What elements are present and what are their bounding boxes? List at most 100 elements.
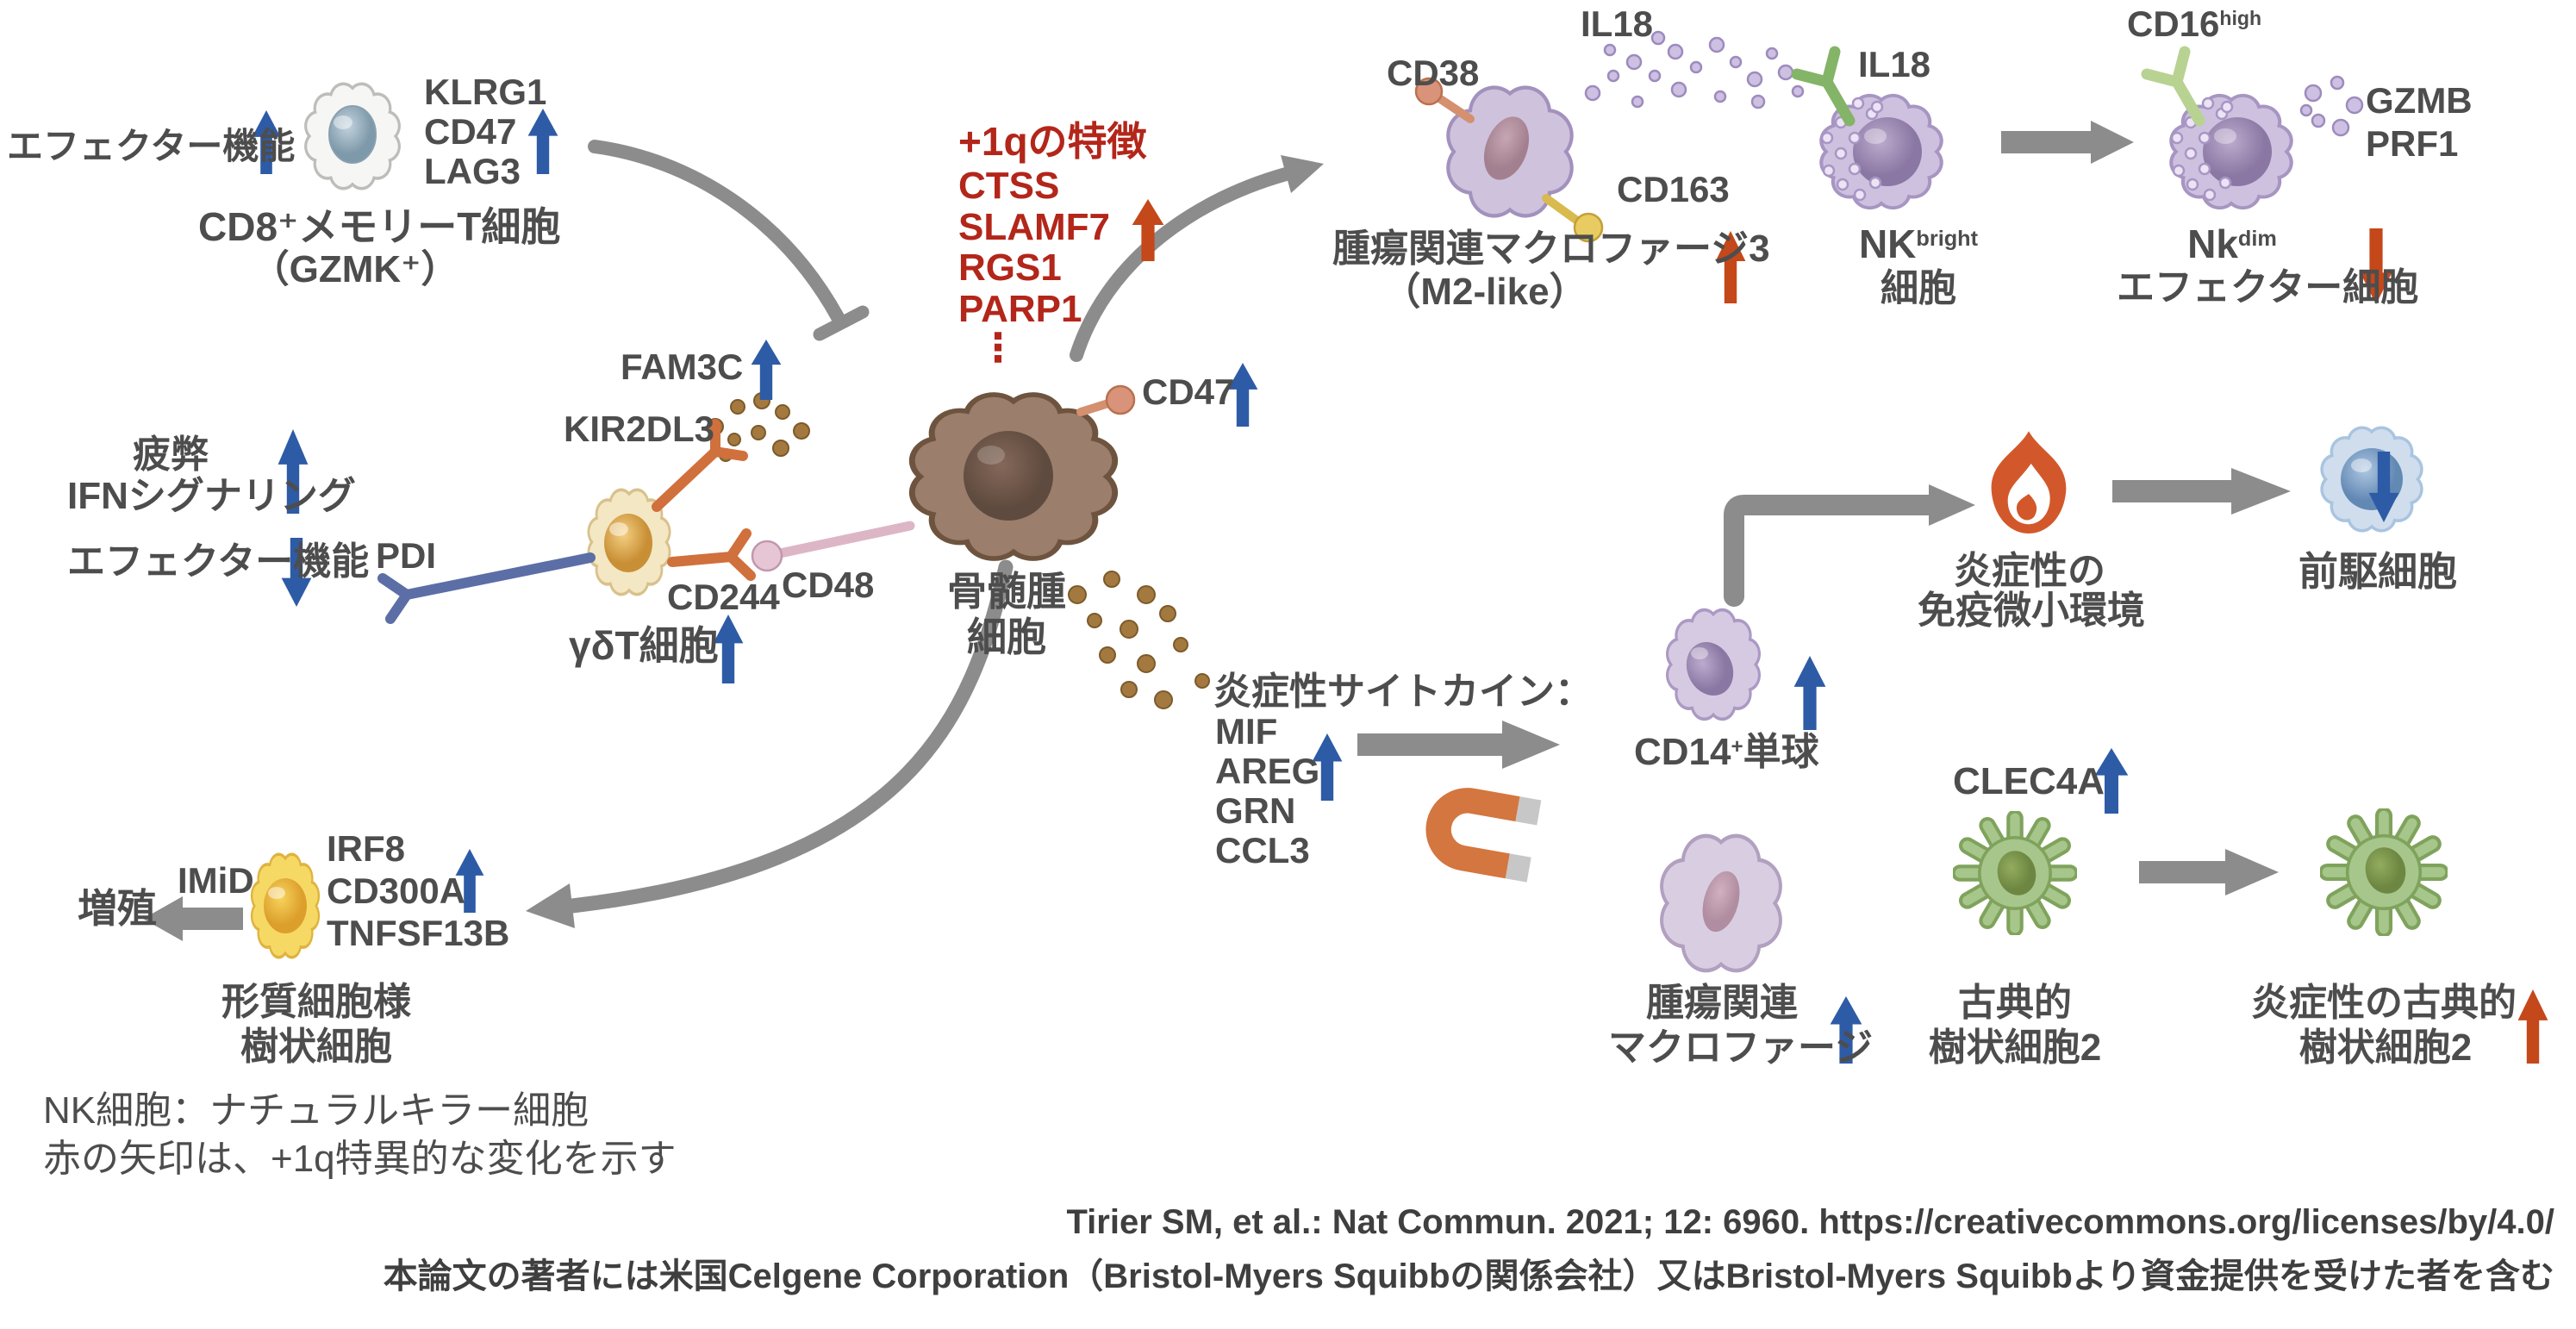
tam3-subname: （M2-like） [1382, 271, 1587, 313]
il18-dots [1584, 30, 1805, 109]
plus1q-title: +1qの特徴 [958, 119, 1147, 164]
inflamed-env-line2: 免疫微小環境 [1918, 590, 2145, 632]
inhibition-arrow-cd8-to-myeloma [588, 140, 870, 341]
up-arrow-fam3c [751, 340, 782, 400]
kir2dl3-receptor [652, 419, 748, 512]
arrow-myeloma-to-tam3 [1070, 155, 1324, 362]
gdt-cell-body [587, 488, 671, 596]
nk-bright-name-sup: bright [1916, 227, 1979, 252]
magnet-icon [1425, 788, 1542, 883]
nk-dim-name-sup: dim [2237, 227, 2277, 252]
cytokine-ccl3: CCL3 [1215, 830, 1310, 870]
inflammatory-cdc2-name-line2: 樹状細胞2 [2298, 1026, 2473, 1069]
arrow-nkbright-to-nkdim [2001, 121, 2134, 164]
cd14-name-pre: CD14 [1634, 731, 1731, 773]
nk-bright-cell [1821, 96, 1941, 208]
legend-nk-note: NK細胞：ナチュラルキラー細胞 [43, 1089, 589, 1132]
secreted-dots-myeloma-cytokines [1068, 571, 1210, 709]
marker-tnfsf13b: TNFSF13B [327, 913, 510, 953]
pdi-receptor [377, 552, 596, 624]
cd48-ligand [751, 521, 915, 572]
nk-dim-effector-label: エフェクター細胞 [2117, 266, 2419, 309]
cd38-label: CD38 [1387, 53, 1480, 93]
cd14-monocyte-name: CD14+単球 [1634, 731, 1819, 773]
pdc-name-line1: 形質細胞様 [221, 981, 411, 1023]
cd8-memory-t-name: CD8⁺メモリーT細胞 [198, 204, 561, 249]
citation-line2: 本論文の著者には米国Celgene Corporation（Bristol-My… [383, 1257, 2554, 1295]
inflamed-env-line1: 炎症性の [1954, 550, 2105, 592]
pdi-label: PDI [376, 535, 437, 576]
inflammatory-cdc2-name-line1: 炎症性の古典的 [2251, 982, 2517, 1024]
cd48-label: CD48 [782, 565, 875, 605]
cd14-monocyte-cell [1665, 608, 1762, 721]
il18-secreted-label: IL18 [1581, 3, 1654, 44]
tam3-cell [1448, 88, 1571, 216]
cytokine-mif: MIF [1215, 711, 1278, 752]
pdc-marker-list: IRF8 CD300A TNFSF13B [327, 827, 509, 954]
il18-receptor-label: IL18 [1858, 44, 1931, 84]
elbow-arrow-monocyte-to-flame [1724, 484, 1975, 607]
cd244-label: CD244 [667, 577, 780, 617]
tam3-name: 腫瘍関連マクロファージ3 [1332, 228, 1770, 270]
nk-bright-name: NKbright [1841, 222, 1996, 267]
tam-cell [1662, 836, 1781, 970]
cd14-name-sup: + [1731, 734, 1743, 758]
myeloma-name-line1: 骨髄腫 [947, 569, 1066, 614]
cd14-name-post: 単球 [1743, 731, 1819, 773]
plus1q-gene-list: CTSS SLAMF7 RGS1 PARP1 [958, 165, 1110, 329]
up-arrow-inflammatory-cdc2 [2517, 989, 2548, 1064]
nk-bright-name-sub: 細胞 [1881, 267, 1956, 309]
cd16-receptor [2141, 46, 2205, 127]
imid-label: IMiD [178, 860, 254, 901]
fam3c-label: FAM3C [621, 346, 744, 387]
clec4a-label: CLEC4A [1953, 760, 2105, 802]
gzmb-label: GZMB [2366, 80, 2473, 121]
citation-line1: Tirier SM, et al.: Nat Commun. 2021; 12:… [1066, 1203, 2554, 1241]
cytokines-title: 炎症性サイトカイン： [1213, 671, 1593, 713]
gzmb-prf1-dots [2299, 75, 2364, 137]
cd16-label: CD16high [2127, 3, 2261, 44]
marker-cd47: CD47 [424, 111, 517, 152]
gene-ctss: CTSS [958, 165, 1060, 207]
cd244-receptor [667, 528, 756, 581]
gdt-cell-name: γδT細胞 [569, 623, 719, 668]
plus1q-ellipsis: ⋮ [978, 325, 1018, 370]
kir2dl3-label: KIR2DL3 [564, 409, 715, 449]
nk-dim-name: Nkdim [2163, 222, 2301, 267]
precursor-name: 前駆細胞 [2298, 549, 2457, 594]
cd47-label: CD47 [1142, 371, 1235, 412]
arrow-myeloma-to-pdc [526, 559, 1014, 928]
effector-function-label-cd8: エフェクター機能 [7, 126, 296, 166]
cd16-sup: high [2219, 7, 2262, 30]
cytokine-grn: GRN [1215, 790, 1296, 831]
tam-name-line1: 腫瘍関連 [1646, 982, 1798, 1024]
cytokine-list: MIF AREG GRN CCL3 [1215, 712, 1319, 870]
proliferation-label: 増殖 [78, 886, 157, 931]
precursor-cell [2320, 426, 2423, 533]
arrow-flame-to-precursor [2112, 468, 2291, 515]
cd38-receptor [1414, 77, 1475, 123]
cytokine-areg: AREG [1215, 751, 1320, 791]
tam-name-line2: マクロファージ [1608, 1026, 1874, 1069]
cdc2-name-line2: 樹状細胞2 [1928, 1026, 2102, 1069]
gene-parp1: PARP1 [958, 287, 1082, 330]
inflammatory-cdc2-cell [2327, 815, 2440, 928]
up-arrow-monocyte [1793, 656, 1826, 730]
nk-dim-name-main: Nk [2187, 222, 2238, 266]
flame-icon [1991, 431, 2067, 533]
gene-rgs1: RGS1 [958, 246, 1062, 289]
marker-cd300a: CD300A [327, 870, 466, 911]
cdc2-name-line1: 古典的 [1958, 982, 2072, 1024]
cd8-memory-t-cell [303, 82, 402, 190]
il18-receptor-green [1791, 46, 1856, 127]
prf1-label: PRF1 [2366, 123, 2459, 164]
exhaustion-label: 疲弊 [133, 434, 209, 476]
cd163-label: CD163 [1617, 169, 1730, 209]
arrow-pdc-to-proliferation [143, 896, 243, 941]
cdc2-cell [1960, 818, 2070, 928]
cd163-receptor [1542, 194, 1604, 243]
ifn-signaling-label: IFNシグナリング [67, 475, 356, 517]
pdc-name-line2: 樹状細胞 [240, 1026, 392, 1068]
